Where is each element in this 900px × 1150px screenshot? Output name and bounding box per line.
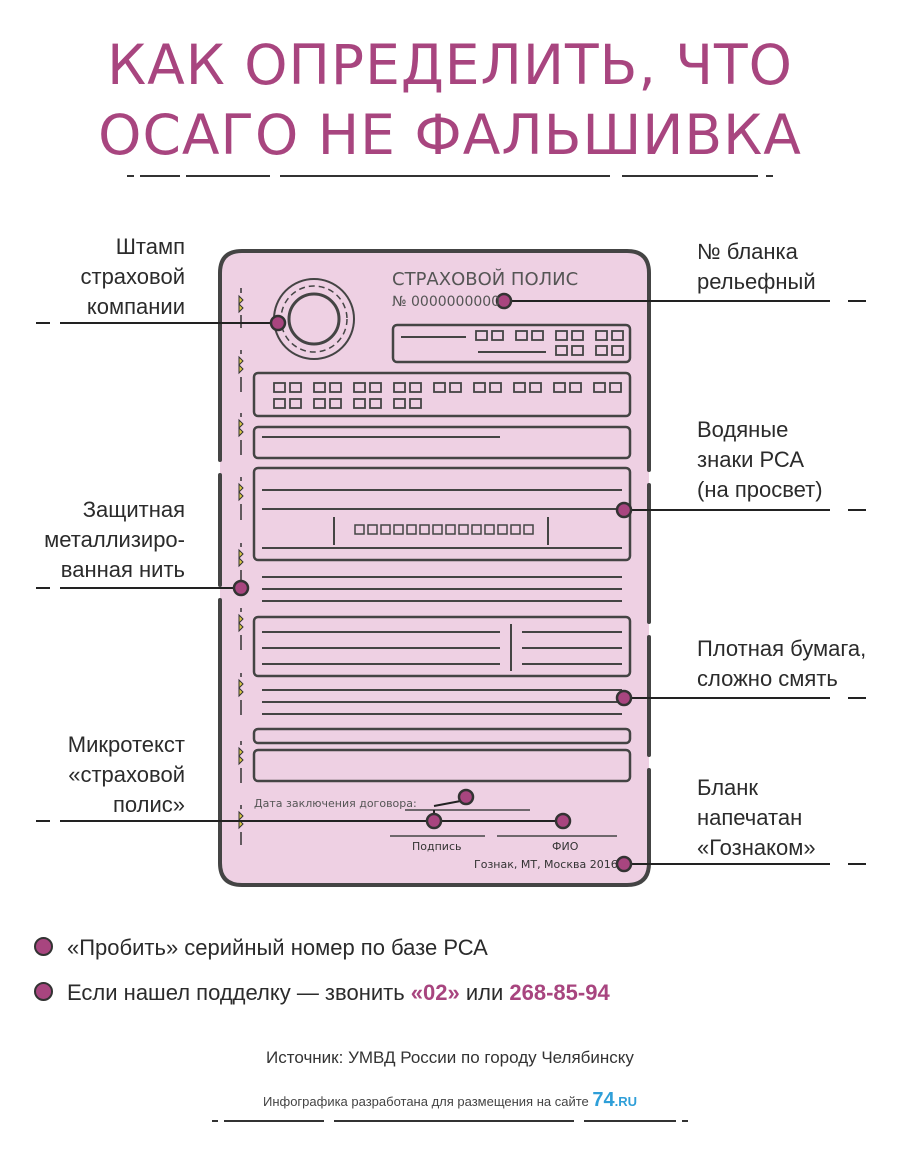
callout-number-line: № бланка xyxy=(697,239,798,264)
tip-2-text: Если нашел подделку — звонить xyxy=(67,980,411,1005)
title-divider-dash xyxy=(186,175,270,177)
form-box-4-lines xyxy=(262,489,622,549)
callout-paper-line: Плотная бумага, xyxy=(697,636,867,661)
form-box-1-cells xyxy=(475,330,624,356)
tip-report-fake: Если нашел подделку — звонить «02» или 2… xyxy=(34,980,610,1006)
title-divider-dash xyxy=(127,175,134,177)
callout-goznak-line: напечатан xyxy=(697,805,803,830)
signature-lines xyxy=(390,809,617,837)
page-title-line-2: ОСАГО НЕ ФАЛЬШИВКА xyxy=(98,103,802,167)
tip-2-mid: или xyxy=(459,980,510,1005)
marker-microtext-3 xyxy=(554,812,572,830)
title-divider-dash xyxy=(622,175,758,177)
callout-paper-line: сложно смять xyxy=(697,666,838,691)
marker-microtext-2 xyxy=(425,812,443,830)
policy-blank xyxy=(220,251,649,885)
form-box-1 xyxy=(391,323,632,364)
callout-microtext: Микротекст «страховой полис» xyxy=(68,730,185,820)
site-logo-ru: .RU xyxy=(614,1094,638,1109)
callout-stamp-line: Штамп xyxy=(115,234,185,259)
footer-divider-dash xyxy=(334,1120,574,1122)
form-box-5 xyxy=(252,615,632,678)
contract-date-label: Дата заключения договора: xyxy=(254,797,417,810)
callout-microtext-line: «страховой xyxy=(68,762,185,787)
marker-goznak xyxy=(615,855,633,873)
callout-number-relief: № бланка рельефный xyxy=(697,237,816,297)
callout-thread-line: ванная нить xyxy=(60,557,185,582)
form-box-4-cells xyxy=(354,524,534,535)
site-logo-74: 74 xyxy=(592,1089,615,1111)
police-phone: 268-85-94 xyxy=(509,980,610,1005)
callout-goznak: Бланк напечатан «Гознаком» xyxy=(697,773,816,863)
tip-check-serial: «Пробить» серийный номер по базе РСА xyxy=(34,935,488,961)
callout-stamp-line: страховой xyxy=(80,264,186,289)
marker-stamp xyxy=(269,314,287,332)
footer-divider-dash xyxy=(224,1120,324,1122)
page-title-line-1: КАК ОПРЕДЕЛИТЬ, ЧТО xyxy=(107,33,793,97)
callout-microtext-line: Микротекст xyxy=(67,732,185,757)
form-box-3 xyxy=(252,425,632,460)
callout-stamp: Штамп страховой компании xyxy=(81,232,186,322)
policy-number: № 0000000000 xyxy=(392,294,501,310)
marker-watermarks xyxy=(615,501,633,519)
form-box-7 xyxy=(252,748,632,783)
marker-paper xyxy=(615,689,633,707)
form-box-2-cells xyxy=(273,382,622,409)
form-free-lines-2 xyxy=(262,689,622,715)
callout-watermarks-line: (на просвет) xyxy=(697,477,823,502)
marker-thread xyxy=(232,579,250,597)
form-box-6 xyxy=(252,727,632,745)
callout-goznak-line: Бланк xyxy=(697,775,759,800)
callout-lines-left xyxy=(36,322,563,822)
tip-1-text: «Пробить» серийный номер по базе РСА xyxy=(67,935,488,960)
callout-thread: Защитная металлизиро- ванная нить xyxy=(44,495,185,585)
policy-heading: СТРАХОВОЙ ПОЛИС xyxy=(392,269,579,290)
bullet-dot-icon xyxy=(34,982,53,1001)
callout-microtext-line: полис» xyxy=(112,792,185,817)
source-note: Источник: УМВД России по городу Челябинс… xyxy=(266,1048,634,1067)
footer-divider-dash xyxy=(682,1120,688,1122)
callout-goznak-line: «Гознаком» xyxy=(697,835,816,860)
callout-lines-right xyxy=(504,300,866,865)
callout-paper: Плотная бумага, сложно смять xyxy=(697,634,866,694)
printer-note: Гознак, МТ, Москва 2016 xyxy=(474,858,618,871)
title-divider-dash xyxy=(766,175,773,177)
security-thread xyxy=(238,294,244,830)
marker-microtext-1 xyxy=(457,788,475,806)
form-box-2 xyxy=(252,371,632,418)
policy-outline xyxy=(218,249,651,887)
callout-stamp-line: компании xyxy=(86,294,185,319)
form-free-lines-1 xyxy=(262,576,622,602)
footer-divider-dash xyxy=(584,1120,676,1122)
footer-divider-dash xyxy=(212,1120,218,1122)
callout-thread-line: металлизиро- xyxy=(44,527,185,552)
credit-text: Инфографика разработана для размещения н… xyxy=(262,1094,593,1109)
callout-watermarks: Водяные знаки РСА (на просвет) xyxy=(697,415,823,505)
callout-markers xyxy=(232,292,633,873)
title-divider-dash xyxy=(280,175,610,177)
callout-watermarks-line: Водяные xyxy=(697,417,789,442)
title-divider-dash xyxy=(140,175,180,177)
callout-thread-line: Защитная xyxy=(82,497,185,522)
form-box-1-lines xyxy=(401,336,546,353)
fio-label: ФИО xyxy=(552,840,579,853)
callout-watermarks-line: знаки РСА xyxy=(697,447,805,472)
signature-label: Подпись xyxy=(412,840,462,853)
callout-number-line: рельефный xyxy=(697,269,816,294)
credit-note: Инфографика разработана для размещения н… xyxy=(0,1089,900,1112)
form-box-5-lines xyxy=(262,624,622,671)
bullet-dot-icon xyxy=(34,937,53,956)
police-code: «02» xyxy=(410,980,460,1005)
marker-number xyxy=(495,292,513,310)
